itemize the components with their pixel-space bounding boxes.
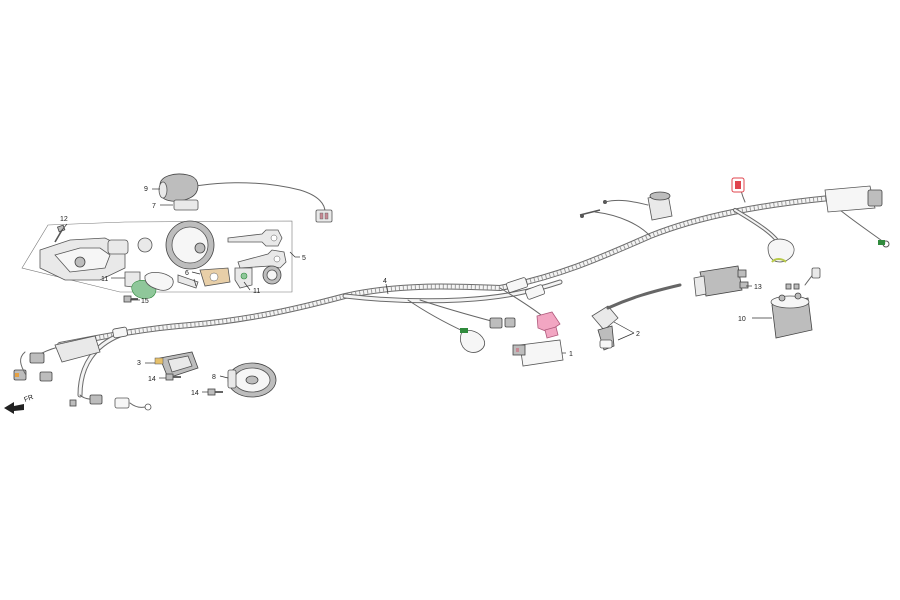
callout-14-upper: 14 xyxy=(148,376,156,383)
coupler-9 xyxy=(315,209,333,223)
part-3-regulator xyxy=(154,351,199,379)
callout-5: 5 xyxy=(302,255,306,262)
callout-11-right: 11 xyxy=(253,288,260,295)
harness-left-connectors xyxy=(13,335,152,411)
leader-lines xyxy=(61,188,772,393)
part-2-spark-plug-cap xyxy=(591,283,682,351)
right-end-component xyxy=(824,185,890,248)
callout-8: 8 xyxy=(212,374,216,381)
callout-13: 13 xyxy=(754,284,762,291)
part-12-bolt xyxy=(54,224,66,243)
pink-connector xyxy=(536,311,561,339)
callout-3: 3 xyxy=(137,360,141,367)
part-11-clip xyxy=(124,271,174,299)
part-13-ignition-coil xyxy=(693,265,749,297)
relay-wire-cap xyxy=(767,238,795,263)
part-1-relay xyxy=(512,339,564,367)
part-8-horn xyxy=(227,362,277,398)
part-9-handlebar-switch xyxy=(158,173,199,211)
callout-1: 1 xyxy=(569,351,573,358)
front-direction-arrow xyxy=(4,402,24,414)
part-4-harness-connectors xyxy=(460,284,546,353)
main-wire-harness xyxy=(57,195,833,398)
part-15-bolt xyxy=(123,295,138,303)
part-5-ignition-switch-kit xyxy=(21,220,293,293)
callout-7: 7 xyxy=(152,203,156,210)
part-14-bolt-upper xyxy=(165,373,181,381)
callout-15: 15 xyxy=(141,298,149,305)
callout-11-left: 11 xyxy=(101,276,108,283)
cdi-unit xyxy=(579,191,673,221)
callout-2: 2 xyxy=(636,331,640,338)
callout-12: 12 xyxy=(60,216,68,223)
callout-9: 9 xyxy=(144,186,148,193)
callout-14-lower: 14 xyxy=(191,390,199,397)
part-14-bolt-lower xyxy=(207,388,223,396)
part-10-starter-relay xyxy=(770,267,821,339)
fuse-holder xyxy=(731,177,745,193)
callout-10: 10 xyxy=(738,316,746,323)
harness-clamp xyxy=(112,277,528,339)
branch-wires xyxy=(29,182,886,408)
callout-6: 6 xyxy=(185,270,189,277)
callout-labels: 1 2 3 4 5 6 7 8 9 10 11 11 12 13 14 14 1… xyxy=(60,186,762,397)
front-label: FR xyxy=(23,394,34,404)
callout-4: 4 xyxy=(383,278,387,285)
